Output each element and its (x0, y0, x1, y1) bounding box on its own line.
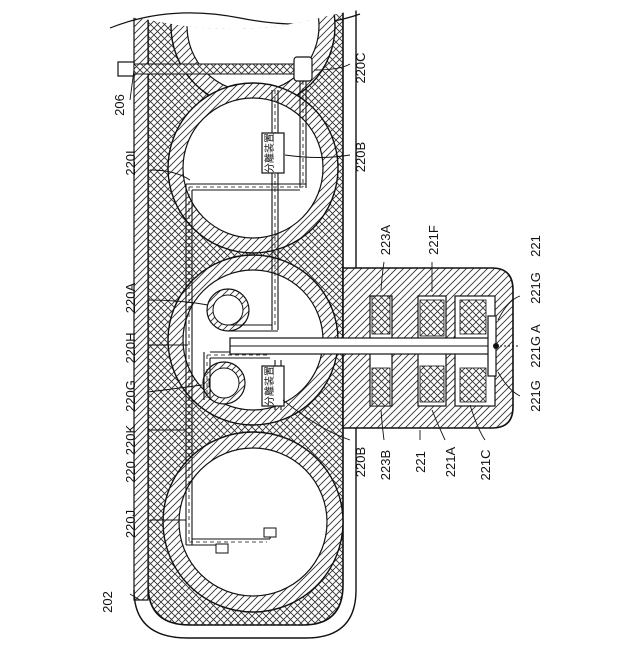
separator-label-upper: 分離装置 (263, 133, 276, 173)
label-206: 206 (112, 94, 127, 116)
label-221-right: 221 (528, 235, 543, 257)
label-221G-A: 221G A (528, 324, 543, 368)
label-221F: 221F (426, 225, 441, 255)
separator-upper: 分離装置 (262, 133, 284, 173)
label-220B-bottom: 220B (353, 447, 368, 477)
label-221A: 221A (443, 446, 458, 477)
connector-220C (294, 57, 312, 81)
tank-220J (163, 432, 343, 612)
figure-number: 202 (100, 591, 115, 613)
label-220H: 220H (123, 332, 138, 363)
label-220K: 220K (123, 424, 138, 455)
label-223A: 223A (378, 224, 393, 255)
label-220I: 220I (123, 150, 138, 175)
separator-label-lower: 分離装置 (263, 366, 276, 406)
tank-220I (168, 83, 338, 253)
label-220B-top: 220B (353, 142, 368, 172)
label-221: 221 (413, 451, 428, 473)
terminal-left (216, 544, 228, 553)
label-220J: 220J (123, 510, 138, 538)
label-220G: 220G (123, 380, 138, 412)
terminal-right (264, 528, 276, 537)
label-221C: 221C (478, 449, 493, 480)
label-220A: 220A (123, 282, 138, 313)
label-221G-top: 221G (528, 272, 543, 304)
separator-lower: 分離装置 (262, 366, 284, 406)
label-221G-bottom: 221G (528, 380, 543, 412)
label-220: 220 (123, 461, 138, 483)
label-223B: 223B (378, 450, 393, 480)
label-220C: 220C (353, 52, 368, 83)
small-tank-220G (203, 362, 245, 404)
